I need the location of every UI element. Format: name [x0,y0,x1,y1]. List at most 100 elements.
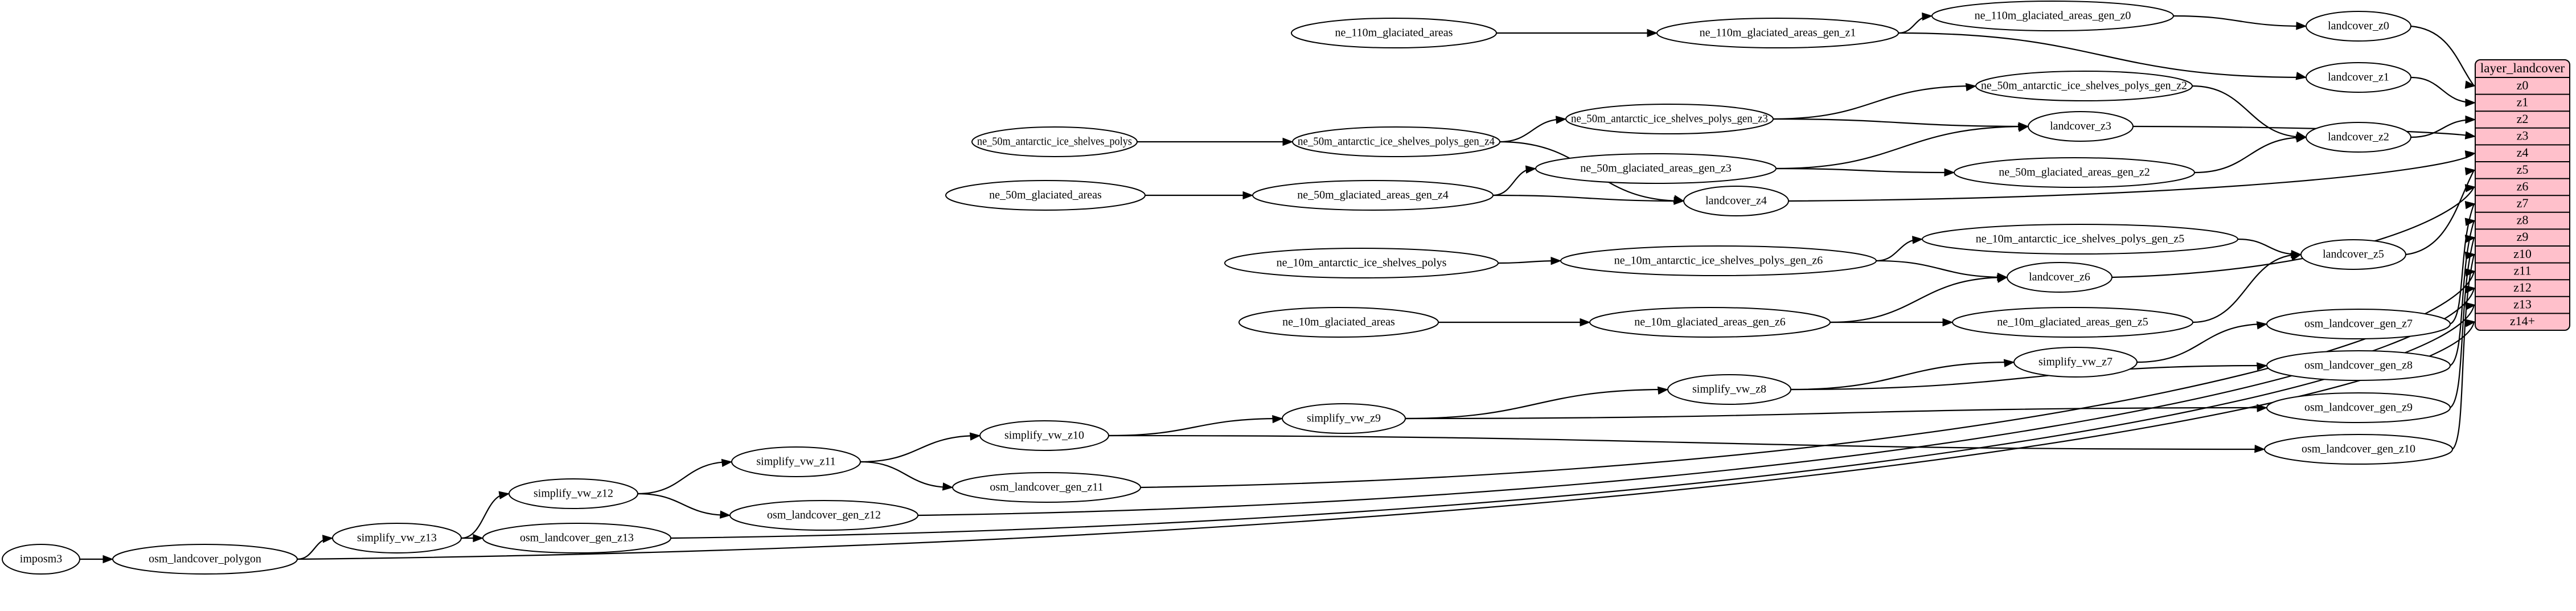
graph-node-simplify-vw-z7[interactable]: simplify_vw_z7 [2013,347,2138,378]
record-node-layer-landcover[interactable]: layer_landcoverz0z1z2z3z4z5z6z7z8z9z10z1… [2475,59,2570,331]
graph-node-ne-10m-glaciated-areas-gen-z5[interactable]: ne_10m_glaciated_areas_gen_z5 [1952,307,2193,338]
graph-node-landcover-z6[interactable]: landcover_z6 [2007,262,2113,293]
graph-node-simplify-vw-z10[interactable]: simplify_vw_z10 [979,420,1109,451]
edge-arrowhead [942,482,954,491]
edge-arrowhead [473,534,484,543]
node-ellipse [2306,122,2411,153]
graph-node-ne-10m-glaciated-areas-gen-z6[interactable]: ne_10m_glaciated_areas_gen_z6 [1589,307,1831,338]
node-label: ne_50m_glaciated_areas_gen_z2 [1999,166,2150,179]
edge-arrowhead [1647,28,1658,38]
graph-node-ne-10m-antarctic-ice-shelves-polys-gen-z5[interactable]: ne_10m_antarctic_ice_shelves_polys_gen_z… [1922,224,2238,255]
node-label: landcover_z1 [2328,71,2389,84]
node-label: ne_110m_glaciated_areas_gen_z1 [1700,27,1856,39]
graph-node-osm-landcover-gen-z13[interactable]: osm_landcover_gen_z13 [482,523,671,553]
node-ellipse [1224,248,1499,278]
record-row-z14+[interactable]: z14+ [2510,314,2535,328]
record-row-z13[interactable]: z13 [2513,297,2532,311]
edge-arrowhead [2018,122,2029,130]
node-ellipse [1922,224,2238,255]
node-label: landcover_z2 [2328,131,2389,143]
node-ellipse [482,523,671,553]
graph-node-ne-50m-glaciated-areas-gen-z2[interactable]: ne_50m_glaciated_areas_gen_z2 [1954,157,2195,188]
graph-node-simplify-vw-z11[interactable]: simplify_vw_z11 [731,446,861,477]
graph-node-simplify-vw-z9[interactable]: simplify_vw_z9 [1282,403,1406,434]
record-row-z2[interactable]: z2 [2517,112,2529,126]
graph-node-ne-50m-antarctic-ice-shelves-polys-gen-z2[interactable]: ne_50m_antarctic_ice_shelves_polys_gen_z… [1975,71,2193,101]
graph-node-osm-landcover-gen-z9[interactable]: osm_landcover_gen_z9 [2266,392,2451,423]
graph-node-imposm3[interactable]: imposm3 [2,544,80,575]
graph-node-ne-50m-antarctic-ice-shelves-polys-gen-z3[interactable]: ne_50m_antarctic_ice_shelves_polys_gen_z… [1565,104,1774,134]
graph-edge [670,302,2476,539]
node-ellipse [2266,350,2451,381]
graph-node-simplify-vw-z12[interactable]: simplify_vw_z12 [508,478,638,509]
graph-node-ne-10m-antarctic-ice-shelves-polys[interactable]: ne_10m_antarctic_ice_shelves_polys [1224,248,1499,278]
graph-node-osm-landcover-gen-z8[interactable]: osm_landcover_gen_z8 [2266,350,2451,381]
node-label: ne_50m_glaciated_areas_gen_z4 [1297,189,1448,202]
record-row-z3[interactable]: z3 [2517,129,2529,143]
graph-node-simplify-vw-z8[interactable]: simplify_vw_z8 [1667,374,1791,405]
node-ellipse [952,472,1141,503]
edge-arrowhead [2254,444,2266,453]
graph-edge [1108,434,2266,453]
graph-edge [1438,318,1591,327]
record-row-z8[interactable]: z8 [2517,213,2529,227]
record-row-z5[interactable]: z5 [2517,162,2529,177]
graph-node-ne-50m-glaciated-areas-gen-z4[interactable]: ne_50m_glaciated_areas_gen_z4 [1252,180,1494,211]
edge-arrowhead [2003,359,2015,367]
graph-node-ne-110m-glaciated-areas-gen-z1[interactable]: ne_110m_glaciated_areas_gen_z1 [1656,18,1899,48]
record-row-z9[interactable]: z9 [2517,229,2529,244]
edge-arrowhead [1272,415,1283,424]
edge-arrowhead [720,510,731,519]
record-row-z7[interactable]: z7 [2517,196,2529,210]
node-ellipse [1931,1,2174,31]
edge-arrowhead [2296,22,2307,30]
edge-arrowhead [2464,131,2476,140]
record-row-z10[interactable]: z10 [2513,247,2532,261]
node-ellipse [112,544,298,575]
graph-node-osm-landcover-gen-z12[interactable]: osm_landcover_gen_z12 [729,500,918,531]
edge-line [637,493,729,516]
graph-node-osm-landcover-polygon[interactable]: osm_landcover_polygon [112,544,298,575]
graph-edge [297,319,2476,560]
graph-node-ne-50m-antarctic-ice-shelves-polys[interactable]: ne_50m_antarctic_ice_shelves_polys [971,126,1138,157]
graph-node-ne-50m-glaciated-areas-gen-z3[interactable]: ne_50m_glaciated_areas_gen_z3 [1535,153,1777,184]
node-label: simplify_vw_z8 [1692,383,1766,396]
record-row-z0[interactable]: z0 [2517,78,2529,92]
edge-arrowhead [2464,218,2476,226]
record-row-z1[interactable]: z1 [2517,95,2529,109]
edge-line [1405,388,1667,420]
graph-node-landcover-z4[interactable]: landcover_z4 [1683,186,1789,216]
node-label: osm_landcover_gen_z13 [520,532,634,544]
graph-node-ne-10m-glaciated-areas[interactable]: ne_10m_glaciated_areas [1238,307,1439,338]
graph-node-ne-50m-glaciated-areas[interactable]: ne_50m_glaciated_areas [945,180,1146,211]
record-row-z6[interactable]: z6 [2517,179,2529,193]
graph-edge [2173,15,2307,30]
graph-node-osm-landcover-gen-z11[interactable]: osm_landcover_gen_z11 [952,472,1141,503]
record-row-z11[interactable]: z11 [2514,263,2532,277]
graph-node-ne-110m-glaciated-areas[interactable]: ne_110m_glaciated_areas [1291,18,1497,48]
record-row-z12[interactable]: z12 [2513,280,2532,294]
edge-line [1108,417,1282,437]
graph-edge [1773,83,1977,120]
node-label: osm_landcover_gen_z12 [767,509,881,522]
node-ellipse [1282,403,1406,434]
graph-node-landcover-z3[interactable]: landcover_z3 [2028,111,2134,142]
graph-node-ne-110m-glaciated-areas-gen-z0[interactable]: ne_110m_glaciated_areas_gen_z0 [1931,1,2174,31]
graph-node-simplify-vw-z13[interactable]: simplify_vw_z13 [332,523,462,553]
graph-node-landcover-z0[interactable]: landcover_z0 [2306,11,2411,42]
graph-node-ne-50m-antarctic-ice-shelves-polys-gen-z4[interactable]: ne_50m_antarctic_ice_shelves_polys_gen_z… [1292,126,1500,157]
graph-node-landcover-z5[interactable]: landcover_z5 [2300,239,2406,270]
node-label: ne_50m_antarctic_ice_shelves_polys_gen_z… [1298,136,1495,148]
edge-arrowhead [2295,131,2307,140]
edge-line [1830,276,2007,323]
graph-node-osm-landcover-gen-z10[interactable]: osm_landcover_gen_z10 [2264,434,2453,465]
graph-node-ne-10m-antarctic-ice-shelves-polys-gen-z6[interactable]: ne_10m_antarctic_ice_shelves_polys_gen_z… [1560,245,1877,276]
node-ellipse [2266,392,2451,423]
graph-node-osm-landcover-gen-z7[interactable]: osm_landcover_gen_z7 [2266,309,2451,339]
node-ellipse [1954,157,2195,188]
node-label: ne_10m_antarctic_ice_shelves_polys [1277,257,1447,269]
graph-node-landcover-z1[interactable]: landcover_z1 [2306,62,2411,93]
record-row-z4[interactable]: z4 [2517,145,2529,159]
edge-arrowhead [969,432,981,441]
graph-node-landcover-z2[interactable]: landcover_z2 [2306,122,2411,153]
